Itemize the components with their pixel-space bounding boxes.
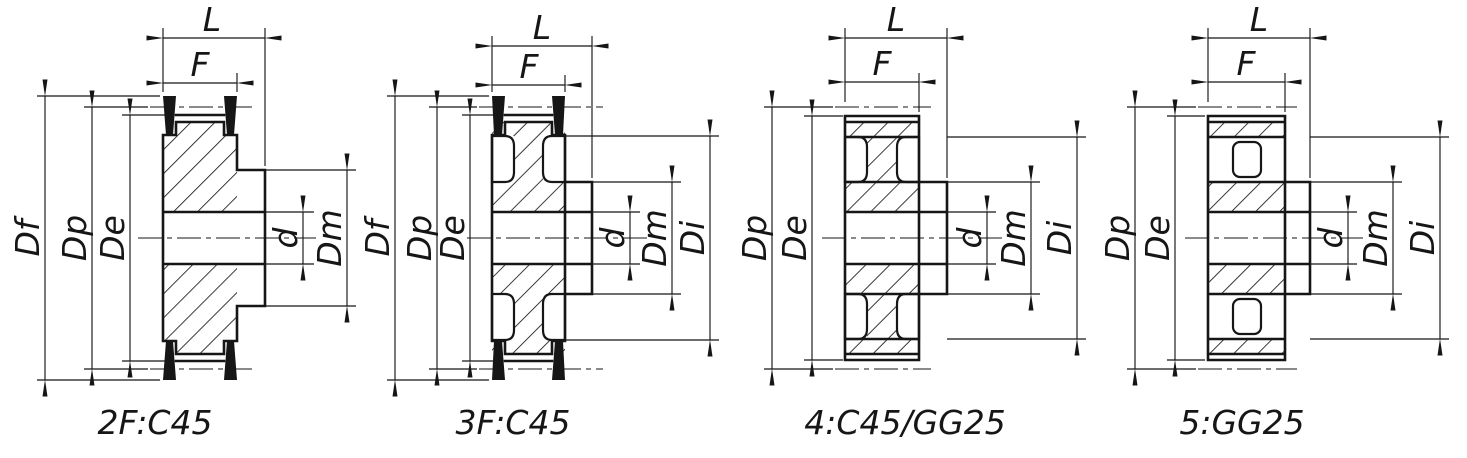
recess-top-left xyxy=(490,134,516,184)
recess-bottom-right xyxy=(895,292,921,341)
section-hatch-web-bottom xyxy=(867,294,897,339)
dim-label-Df: Df xyxy=(8,215,47,256)
dim-label-Dm: Dm xyxy=(310,209,349,267)
dim-Dp: Dp xyxy=(400,90,477,386)
section-hatch-rim-bottom xyxy=(845,339,919,354)
dim-d: d xyxy=(1310,195,1357,281)
pulley-3f-c45: L F Df Dp De d Dm xyxy=(358,8,719,442)
section-hatch-web-top xyxy=(514,136,543,182)
dim-Dm: Dm xyxy=(592,165,681,311)
dim-d: d xyxy=(947,195,996,281)
dim-label-L: L xyxy=(1250,0,1268,39)
dim-F: F xyxy=(1191,44,1302,112)
flanges xyxy=(163,96,237,380)
dim-L: L xyxy=(1191,0,1327,178)
recess-top-right xyxy=(895,135,921,184)
dim-label-Dm: Dm xyxy=(1356,209,1395,267)
pulley-caption: 4:C45/GG25 xyxy=(804,403,1005,442)
dim-Dm: Dm xyxy=(1310,165,1402,311)
dim-label-De: De xyxy=(775,215,814,261)
dim-label-L: L xyxy=(887,0,905,39)
dim-label-Dp: Dp xyxy=(735,215,774,261)
dim-De: De xyxy=(1138,99,1205,377)
section-hatch-rim-bottom xyxy=(1208,339,1285,354)
recess-top-right xyxy=(541,134,567,184)
dim-label-Dp: Dp xyxy=(1098,215,1137,261)
dim-label-d: d xyxy=(1311,226,1350,248)
pulley-caption: 2F:C45 xyxy=(98,403,213,442)
pulley-outline xyxy=(843,114,949,362)
section-hatch-web-top xyxy=(867,137,897,182)
dim-d: d xyxy=(592,195,640,281)
pulley-4-c45-gg25: L F Dp De d Dm Di xyxy=(735,0,1086,442)
dim-De: De xyxy=(433,98,503,378)
recess-top-left xyxy=(843,135,869,184)
dim-label-L: L xyxy=(533,8,551,47)
dim-label-d: d xyxy=(266,226,305,248)
dim-label-d: d xyxy=(950,226,989,248)
section-hatch-upper xyxy=(163,122,237,212)
pulley-5-gg25: L F Dp De d Dm Di xyxy=(1098,0,1449,442)
dim-L: L xyxy=(828,0,964,178)
dim-Di: Di xyxy=(565,119,719,357)
dim-label-Di: Di xyxy=(1040,221,1079,256)
recess-bottom-left xyxy=(490,292,516,342)
dim-label-De: De xyxy=(433,215,472,261)
dim-L: L xyxy=(146,0,282,166)
dim-label-L: L xyxy=(203,0,221,39)
pulley-2f-c45: L F Df Dp De d Dm xyxy=(8,0,356,442)
dim-De: De xyxy=(93,98,174,378)
dim-label-Dm: Dm xyxy=(994,209,1033,267)
recess-bottom-left xyxy=(843,292,869,341)
recess-bottom-right xyxy=(541,292,567,342)
section-hatch-hub-top xyxy=(845,182,919,212)
dim-label-Dp: Dp xyxy=(55,215,94,261)
dim-label-Di: Di xyxy=(673,221,712,256)
dim-label-Df: Df xyxy=(358,215,397,256)
dim-label-F: F xyxy=(1237,44,1257,83)
dim-L: L xyxy=(475,8,609,178)
section-hatch-rim-top xyxy=(1208,122,1285,137)
section-hatch-hub-top xyxy=(492,182,565,212)
dim-d: d xyxy=(265,195,314,281)
dim-F: F xyxy=(828,44,936,112)
section-hatch-lower xyxy=(163,264,237,354)
dim-label-F: F xyxy=(191,45,211,84)
section-hatch-web-bottom xyxy=(514,294,543,340)
section-hatch-hub-bottom xyxy=(1208,264,1285,294)
dim-label-d: d xyxy=(593,226,632,248)
dim-label-Di: Di xyxy=(1403,221,1442,256)
section-hatch-rim-top xyxy=(845,122,919,137)
dim-De: De xyxy=(775,99,843,377)
section-hatch-hub-bottom xyxy=(492,264,565,294)
dim-label-Dm: Dm xyxy=(635,209,674,267)
dim-Dp: Dp xyxy=(1098,90,1196,386)
dim-label-De: De xyxy=(93,215,132,261)
dim-F: F xyxy=(146,45,254,92)
dim-Dp: Dp xyxy=(55,90,148,386)
dim-label-Dp: Dp xyxy=(400,215,439,261)
dim-Df: Df xyxy=(8,79,160,397)
dim-label-De: De xyxy=(1138,215,1177,261)
web-hole-bottom xyxy=(1231,297,1263,336)
section-hatch-hub-bottom xyxy=(845,264,919,294)
pulley-caption: 5:GG25 xyxy=(1179,403,1304,442)
pulley-caption: 3F:C45 xyxy=(456,403,571,442)
dim-Dm: Dm xyxy=(947,165,1040,311)
pulley-outline xyxy=(1206,114,1312,362)
section-hatch-hub-top xyxy=(1208,182,1285,212)
dim-F: F xyxy=(475,47,582,92)
dim-Dp: Dp xyxy=(735,90,833,386)
web-hole-top xyxy=(1231,140,1263,179)
dim-label-F: F xyxy=(873,44,893,83)
dim-Di: Di xyxy=(947,120,1086,356)
flanges xyxy=(492,96,565,380)
section-hatch-rim-bottom xyxy=(492,340,565,354)
dim-label-F: F xyxy=(520,47,540,86)
dim-Dm: Dm xyxy=(265,153,356,323)
section-hatch-rim-top xyxy=(492,122,565,136)
dim-Di: Di xyxy=(1310,120,1449,356)
